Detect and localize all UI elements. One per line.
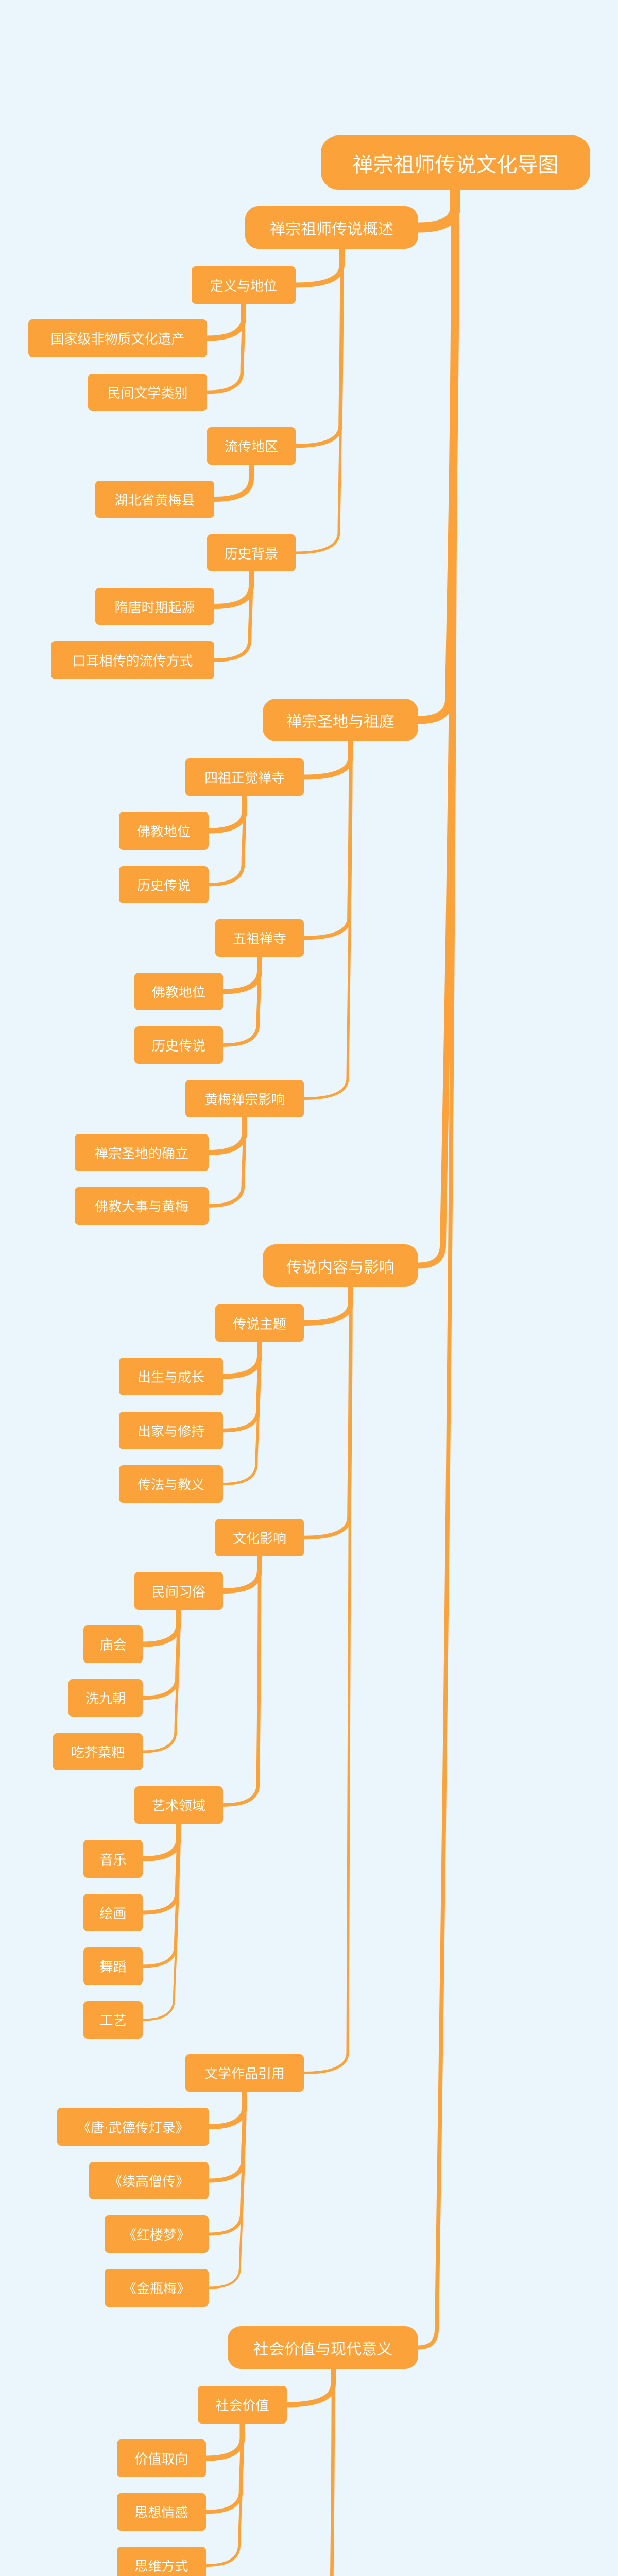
connector-line — [413, 184, 460, 233]
topic-holy-sites[interactable]: 禅宗圣地与祖庭 — [263, 699, 418, 741]
connector-line — [140, 1821, 182, 1861]
connector-line — [416, 188, 457, 2350]
leaf-node[interactable]: 《唐·武德传灯录》 — [57, 2108, 209, 2146]
root-node[interactable]: 禅宗祖师传说文化导图 — [321, 135, 590, 190]
leaf-node[interactable]: 佛教大事与黄梅 — [75, 1187, 209, 1225]
connector-line — [302, 740, 352, 1100]
connector-line — [204, 301, 246, 341]
connector-line — [293, 246, 345, 288]
leaf-node[interactable]: 洗九朝 — [68, 1679, 143, 1717]
connector-line — [220, 1554, 263, 1594]
subtopic-literary-references[interactable]: 文学作品引用 — [185, 2054, 304, 2092]
connector-line — [207, 2090, 246, 2236]
connector-line — [212, 569, 253, 662]
connector-line — [302, 1285, 353, 1540]
leaf-node[interactable]: 民间文学类别 — [88, 374, 207, 411]
connector-line — [141, 1608, 181, 1700]
leaf-node[interactable]: 口耳相传的流传方式 — [51, 641, 214, 679]
subtopic-sizu-temple[interactable]: 四祖正觉禅寺 — [185, 758, 304, 796]
subtopic-history[interactable]: 历史背景 — [207, 534, 296, 571]
connector-line — [301, 1284, 353, 1326]
connector-line — [414, 185, 459, 724]
topic-legend-content[interactable]: 传说内容与影响 — [263, 1244, 418, 1287]
leaf-node[interactable]: 出家与修持 — [119, 1412, 223, 1449]
leaf-node[interactable]: 出生与成长 — [119, 1358, 223, 1395]
leaf-node[interactable]: 历史传说 — [134, 1026, 223, 1064]
leaf-node[interactable]: 价值取向 — [117, 2439, 206, 2477]
leaf-node[interactable]: 《红楼梦》 — [105, 2215, 209, 2253]
subtopic-definition[interactable]: 定义与地位 — [192, 266, 296, 304]
subtopic-art-fields[interactable]: 艺术领域 — [134, 1786, 223, 1824]
connector-line — [207, 2090, 247, 2183]
connector-line — [205, 302, 246, 394]
connector-line — [207, 794, 247, 887]
leaf-node[interactable]: 音乐 — [83, 1840, 143, 1878]
connector-line — [330, 2367, 335, 2576]
subtopic-huangmei-influence[interactable]: 黄梅禅宗影响 — [185, 1080, 304, 1117]
connector-line — [207, 1115, 247, 1208]
subtopic-wuzu-temple[interactable]: 五祖禅寺 — [215, 919, 304, 957]
connector-line — [220, 954, 263, 994]
connector-line — [301, 739, 353, 780]
leaf-node[interactable]: 思维方式 — [117, 2547, 206, 2576]
connector-line — [141, 1822, 181, 1915]
connector-line — [140, 1607, 182, 1647]
connector-line — [203, 2421, 245, 2461]
subtopic-cultural-influence[interactable]: 文化影响 — [215, 1519, 304, 1556]
connector-line — [221, 955, 262, 1047]
leaf-node[interactable]: 思想情感 — [117, 2493, 206, 2531]
leaf-node[interactable]: 《金瓶梅》 — [105, 2269, 209, 2307]
connector-line — [141, 1822, 180, 1968]
leaf-node[interactable]: 庙会 — [83, 1625, 143, 1663]
leaf-node[interactable]: 国家级非物质文化遗产 — [28, 319, 207, 357]
connector-line — [142, 1823, 180, 2021]
connector-line — [212, 462, 254, 502]
topic-social-value[interactable]: 社会价值与现代意义 — [228, 2326, 418, 2369]
connector-line — [207, 2089, 247, 2129]
connector-line — [208, 2091, 246, 2289]
topic-legend-overview[interactable]: 禅宗祖师传说概述 — [245, 206, 418, 249]
subtopic-region[interactable]: 流传地区 — [207, 427, 296, 465]
leaf-node[interactable]: 吃芥菜粑 — [53, 1733, 143, 1770]
connector-line — [294, 247, 344, 448]
connector-line — [206, 793, 247, 834]
connector-line — [204, 2422, 244, 2567]
leaf-node[interactable]: 传法与教义 — [119, 1465, 223, 1503]
leaf-node[interactable]: 禅宗圣地的确立 — [75, 1134, 209, 1171]
subtopic-social-value[interactable]: 社会价值 — [198, 2386, 287, 2424]
leaf-node[interactable]: 历史传说 — [119, 866, 209, 903]
subtopic-themes[interactable]: 传说主题 — [215, 1304, 304, 1342]
connector-line — [220, 1339, 263, 1379]
connector-line — [302, 739, 353, 940]
connector-line — [221, 1340, 261, 1485]
leaf-node[interactable]: 《续高僧传》 — [89, 2162, 209, 2199]
leaf-node[interactable]: 工艺 — [83, 2001, 143, 2039]
leaf-node[interactable]: 湖北省黄梅县 — [95, 481, 214, 518]
connector-line — [302, 1285, 352, 2074]
leaf-node[interactable]: 佛教地位 — [134, 973, 223, 1010]
connector-line — [415, 187, 458, 1269]
connector-line — [221, 1554, 262, 1807]
subtopic-folk-customs[interactable]: 民间习俗 — [134, 1572, 223, 1610]
connector-line — [284, 2366, 336, 2408]
leaf-node[interactable]: 佛教地位 — [119, 812, 209, 850]
connector-line — [206, 1115, 247, 1155]
connector-line — [221, 1340, 262, 1433]
leaf-node[interactable]: 舞蹈 — [83, 1947, 143, 1985]
connector-line — [204, 2421, 245, 2514]
leaf-node[interactable]: 绘画 — [83, 1894, 143, 1931]
connector-line — [294, 247, 344, 554]
connector-line — [212, 569, 254, 609]
connector-line — [141, 1608, 180, 1753]
leaf-node[interactable]: 隋唐时期起源 — [95, 588, 214, 625]
